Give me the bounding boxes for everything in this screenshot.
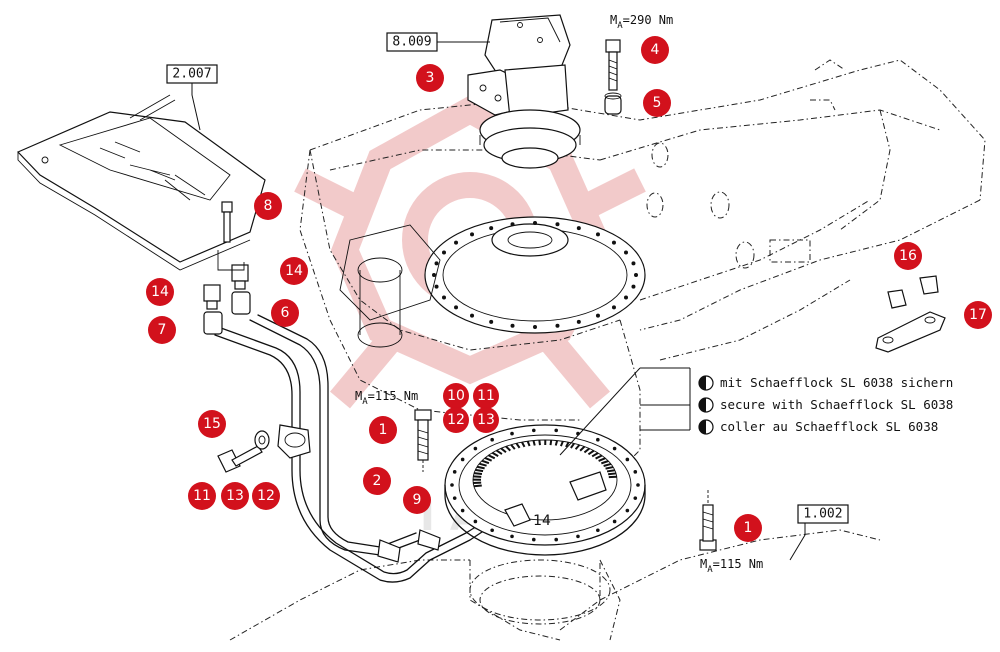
- svg-text:2.007: 2.007: [172, 67, 211, 82]
- callout-15: 15: [198, 410, 226, 438]
- svg-text:13: 13: [226, 488, 244, 504]
- callout-10: 10: [443, 383, 469, 409]
- callout-11-upper: 11: [473, 383, 499, 409]
- callout-14-left: 14: [146, 278, 174, 306]
- leader-lines: [191, 41, 806, 561]
- svg-text:14: 14: [151, 284, 169, 300]
- torque-label-290: MA=290 Nm: [610, 13, 673, 31]
- svg-text:11: 11: [193, 488, 211, 504]
- clamp-washer: [254, 430, 270, 450]
- callout-17: 17: [964, 301, 992, 329]
- hose-clamp: [277, 424, 311, 459]
- callout-14-right: 14: [280, 257, 308, 285]
- motor-washer: [604, 92, 622, 115]
- callout-16: 16: [894, 242, 922, 270]
- grease-fitting-9: [377, 471, 607, 563]
- svg-text:8.009: 8.009: [392, 35, 431, 50]
- threadlock-legend: mit Schaefflock SL 6038 sichern secure w…: [698, 375, 953, 435]
- svg-text:6: 6: [281, 305, 290, 321]
- undercarriage-frame: [229, 529, 881, 641]
- callout-11-lower: 11: [188, 482, 216, 510]
- svg-text:13: 13: [477, 412, 495, 428]
- hydraulic-hose-6: [249, 314, 421, 556]
- callout-12-upper: 12: [443, 407, 469, 433]
- svg-text:1: 1: [744, 520, 753, 536]
- upper-frame-outline: [299, 59, 986, 471]
- turntable-bearing-plate: [424, 216, 646, 334]
- slew-ring-teeth: [472, 439, 617, 488]
- legend-row-de: mit Schaefflock SL 6038 sichern: [698, 375, 953, 391]
- ref-box-2007: 2.007: [166, 64, 218, 84]
- pin-16: [887, 275, 939, 309]
- legend-row-en: secure with Schaefflock SL 6038: [698, 397, 953, 413]
- svg-text:10: 10: [447, 388, 465, 404]
- boom-mount: [339, 224, 441, 348]
- ring-bolt-upper: [414, 409, 432, 472]
- svg-text:8: 8: [264, 198, 273, 214]
- callout-7: 7: [148, 316, 176, 344]
- clamp-bolt: [217, 445, 263, 473]
- callout-8: 8: [254, 192, 282, 220]
- frame-cutouts: [646, 59, 846, 269]
- grease-nipple: [217, 201, 245, 271]
- svg-text:17: 17: [969, 307, 987, 323]
- floor-panel: [16, 94, 266, 271]
- svg-text:2: 2: [373, 473, 382, 489]
- svg-text:4: 4: [651, 42, 660, 58]
- slew-motor: [467, 14, 581, 169]
- svg-text:15: 15: [203, 416, 221, 432]
- callout-9: 9: [403, 486, 431, 514]
- callout-6: 6: [271, 299, 299, 327]
- svg-text:12: 12: [447, 412, 465, 428]
- ref-box-1002: 1.002: [797, 504, 849, 524]
- svg-text:5: 5: [653, 95, 662, 111]
- legend-row-fr: coller au Schaefflock SL 6038: [698, 419, 938, 435]
- fitting-number-label: 14: [533, 513, 551, 529]
- callout-1-lower: 1: [734, 514, 762, 542]
- svg-text:coller au Schaefflock SL 6038: coller au Schaefflock SL 6038: [720, 419, 938, 434]
- torque-label-115-upper: MA=115 Nm: [355, 389, 418, 407]
- svg-text:mit Schaefflock SL 6038 sicher: mit Schaefflock SL 6038 sichern: [720, 375, 953, 390]
- slew-ring-bolt-holes: [450, 428, 640, 542]
- svg-text:1.002: 1.002: [803, 507, 842, 522]
- fitting-left: [203, 284, 223, 335]
- ring-bolt-lower: [699, 490, 717, 551]
- svg-text:secure with Schaefflock SL 603: secure with Schaefflock SL 6038: [720, 397, 953, 412]
- svg-text:3: 3: [426, 70, 435, 86]
- svg-text:9: 9: [413, 492, 422, 508]
- callout-12-lower: 12: [252, 482, 280, 510]
- callout-1-upper: 1: [369, 416, 397, 444]
- hydraulic-hose-7: [214, 327, 501, 583]
- callout-13-lower: 13: [221, 482, 249, 510]
- torque-label-115-lower: MA=115 Nm: [700, 557, 763, 575]
- turntable-bolt-holes: [432, 221, 638, 329]
- svg-text:11: 11: [477, 388, 495, 404]
- ref-box-8009: 8.009: [386, 32, 438, 52]
- svg-text:7: 7: [158, 322, 167, 338]
- callout-13-upper: 13: [473, 407, 499, 433]
- fitting-right: [231, 264, 251, 315]
- svg-text:14: 14: [285, 263, 303, 279]
- svg-text:1: 1: [379, 422, 388, 438]
- svg-text:12: 12: [257, 488, 275, 504]
- svg-text:16: 16: [899, 248, 917, 264]
- motor-bolt: [605, 39, 621, 91]
- callout-5: 5: [643, 89, 671, 117]
- callout-2: 2: [363, 467, 391, 495]
- lock-plate-17: [875, 311, 946, 353]
- callout-4: 4: [641, 36, 669, 64]
- callout-3: 3: [416, 64, 444, 92]
